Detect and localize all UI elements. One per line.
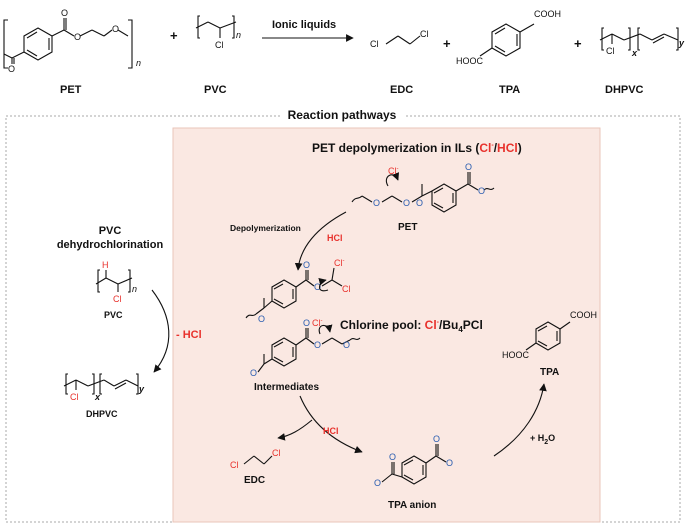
depolymerization-label: Depolymerization [230,223,301,233]
tpa-anion-o4: O [446,458,453,468]
pvc-panel-cl: Cl [113,294,122,304]
edc-structure: Cl Cl [370,29,429,49]
pvc-subscript: n [236,30,241,40]
edc-label: EDC [390,84,413,96]
pet-left-o: O [8,64,15,74]
pet-label: PET [60,84,82,96]
int2-o2: O [303,318,310,328]
dhpvc-panel-x: x [94,392,101,402]
dhpvc-x: x [631,48,638,58]
tpa-anion-label: TPA anion [388,500,436,511]
pet-panel-o2: O [403,198,410,208]
pet-panel-o3: O [416,198,423,208]
water-label: + H2O [530,433,555,446]
tpa-cooh-top: COOH [534,9,561,19]
chloride-mid: Cl- [334,258,345,268]
dhpvc-panel-y: y [138,384,145,394]
dhpvc-panel-structure: Cl x y [63,373,145,402]
pet-carbonyl-o: O [61,8,68,18]
pet-panel-o1: O [373,198,380,208]
edc-branch-arrow [277,419,313,441]
hcl-label-2: HCl [323,426,339,436]
plus-1: + [170,28,178,43]
pvc-label: PVC [204,84,227,96]
pet-panel-label: PET [398,222,417,233]
tpa-panel-structure: COOH HOOC [502,310,597,360]
chloride-int: Cl- [312,318,323,328]
int1-o3: O [314,282,321,292]
edc-cl-left: Cl [370,39,379,49]
int2-o3: O [314,340,321,350]
edc-cl-right: Cl [420,29,429,39]
tpa-anion-structure: O O O O [374,434,453,488]
tpa-anion-o3: O [433,434,440,444]
hcl-label-1: HCl [327,233,343,243]
pvc-panel-label: PVC [104,310,123,320]
tpa-anion-o1: O [374,478,381,488]
pet-panel-background [172,127,601,523]
dhpvc-panel-label: DHPVC [86,409,118,419]
edc-panel-cl-left: Cl [230,460,239,470]
pet-ether-o: O [112,24,119,34]
int2-o1: O [250,368,257,378]
minus-hcl-label: - HCl [176,329,202,341]
pvc-panel-title-1: PVC [99,225,122,237]
pvc-panel-title-2: dehydrochlorination [57,239,164,251]
tpa-label: TPA [499,84,520,96]
intermediates-label: Intermediates [254,382,319,393]
plus-2: + [443,36,451,51]
depolymerization-arrow [294,211,347,271]
dhpvc-structure: Cl x y [599,27,685,58]
pathways-title: Reaction pathways [288,108,397,122]
tpa-panel-cooh-left: HOOC [502,350,530,360]
tpa-anion-o2: O [389,452,396,462]
int2-o4: O [343,340,350,350]
dehydrochlorination-arrow [151,289,170,373]
tpa-panel-label: TPA [540,367,559,378]
pet-panel-structure: O O O O O Cl- [351,162,495,213]
int1-o1: O [258,314,265,324]
dhpvc-y: y [678,38,685,48]
pvc-panel-subscript: n [132,284,137,294]
dhpvc-panel-cl: Cl [70,392,79,402]
tpa-structure: COOH HOOC [456,9,561,66]
pvc-panel-structure: H Cl n [95,260,137,304]
dhpvc-cl-atom: Cl [606,46,615,56]
hydrolysis-arrow [493,383,547,457]
pet-subscript: n [136,58,141,68]
pet-panel-title: PET depolymerization in ILs (Cl-/HCl) [312,141,522,155]
ionic-liquids-label: Ionic liquids [272,19,336,31]
tpa-cooh-left: HOOC [456,56,484,66]
intermediate-2-structure: O O O O Cl- [250,318,361,378]
chloride-top: Cl- [388,166,399,176]
tpa-anion-arrow [299,395,363,454]
int1-o2: O [303,260,310,270]
edc-panel-structure: Cl Cl [230,448,281,470]
pet-structure: O O O O n [3,8,141,74]
dhpvc-label: DHPVC [605,84,644,96]
edc-panel-cl-right: Cl [272,448,281,458]
pvc-structure: Cl n [195,15,241,50]
tpa-panel-cooh-right: COOH [570,310,597,320]
pvc-cl-atom: Cl [215,40,224,50]
pet-panel-o4: O [465,162,472,172]
pet-panel-o5: O [478,186,485,196]
chlorine-pool-label: Chlorine pool: Cl-/Bu4PCl [340,318,483,334]
edc-panel-label: EDC [244,475,265,486]
pet-ester-o: O [74,32,81,42]
plus-3: + [574,36,582,51]
intermediate-1-structure: O O O Cl Cl- [245,258,351,324]
int1-cl-atom: Cl [342,284,351,294]
pvc-panel-h: H [102,260,109,270]
